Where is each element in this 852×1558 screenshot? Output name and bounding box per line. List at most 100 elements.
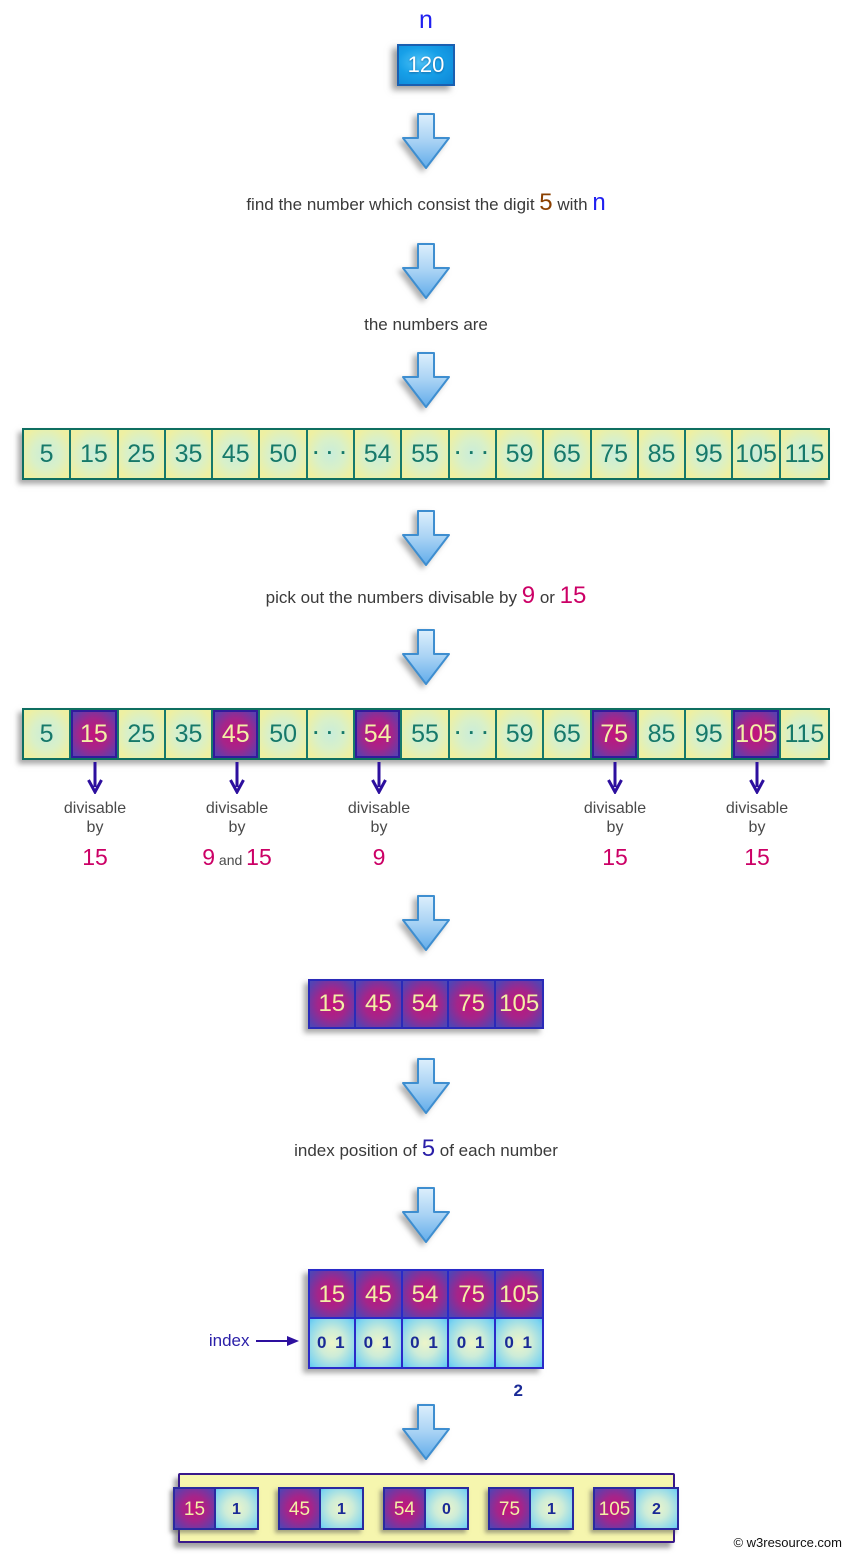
number-cell: 85 [638, 710, 687, 758]
result-number: 75 [488, 1486, 531, 1530]
number-cell: 59 [496, 430, 545, 478]
result-index: 1 [216, 1486, 259, 1530]
number-cell: 35 [165, 710, 214, 758]
annotation-number: 15 [744, 844, 770, 870]
result-pair: 75 1 [488, 1486, 574, 1530]
variable-n-label: n [419, 6, 433, 34]
highlighted-row-section: 5 15 25 35 45 50 · · · 54 55 · · · 59 65… [21, 708, 831, 870]
index-label: index [209, 1331, 300, 1351]
step1-digit: 5 [539, 189, 553, 216]
step3-middle: or [535, 588, 560, 607]
step4-suffix: of each number [435, 1141, 558, 1160]
down-arrow-icon [402, 510, 450, 566]
index-label-text: index [208, 1331, 250, 1350]
small-down-arrow-icon [229, 762, 245, 796]
annotation-word: divisable [347, 800, 411, 817]
copyright-text: © w3resource.com [733, 1535, 842, 1550]
step-text-index-position: index position of 5 of each number [294, 1134, 558, 1166]
number-cell: 55 [402, 710, 450, 758]
number-cell: 15 [71, 430, 119, 478]
annotation-divisable-15: divisable by 15 [697, 762, 817, 874]
number-cell: 54 [355, 430, 403, 478]
annotation-word: divisable [583, 800, 647, 817]
ellipsis-cell: · · · [449, 710, 497, 758]
annotation-divisable-15: divisable by 15 [35, 762, 155, 874]
number-cell: 5 [23, 710, 72, 758]
table-index-cell: 0 1 [356, 1319, 403, 1367]
number-cell: 95 [686, 430, 734, 478]
result-pair: 15 1 [173, 1486, 259, 1530]
result-pair: 45 1 [278, 1486, 364, 1530]
annotation-divisable-9-and-15: divisable by 9 and 15 [177, 762, 297, 874]
annotation-word: divisable [63, 800, 127, 817]
table-number-cell: 75 [449, 1271, 496, 1319]
step3-prefix: pick out the numbers divisable by [265, 588, 522, 607]
annotation-number: 15 [602, 844, 628, 870]
number-cell: 25 [118, 710, 166, 758]
result-index: 1 [531, 1486, 574, 1530]
down-arrow-icon [402, 352, 450, 408]
annotation-word: by [748, 819, 766, 836]
number-cell: 50 [260, 710, 308, 758]
annotation-divisable-15: divisable by 15 [555, 762, 675, 874]
number-cell: 115 [780, 430, 829, 478]
input-value-box: 120 [397, 44, 455, 86]
filtered-number-cell: 75 [449, 981, 496, 1027]
step-text-numbers-are: the numbers are [364, 315, 488, 334]
number-cell: 55 [402, 430, 450, 478]
step3-num1: 9 [521, 582, 536, 609]
result-pair: 54 0 [383, 1486, 469, 1530]
down-arrow-icon [402, 243, 450, 299]
index-table-section: index 15 45 54 75 105 0 1 0 1 0 1 0 1 0 … [209, 1269, 545, 1400]
filtered-number-cell: 105 [495, 981, 543, 1027]
result-number: 54 [383, 1486, 426, 1530]
result-number: 15 [173, 1486, 216, 1530]
index-table-numbers-row: 15 45 54 75 105 [309, 1271, 543, 1319]
filtered-number-cell: 54 [402, 981, 450, 1027]
step-text-find-digit: find the number which consist the digit … [246, 188, 605, 220]
result-number: 45 [278, 1486, 321, 1530]
annotation-word: divisable [205, 800, 269, 817]
numbers-row: 5 15 25 35 45 50 · · · 54 55 · · · 59 65… [21, 428, 831, 480]
annotation-word: divisable [725, 800, 789, 817]
annotation-number: 15 [246, 844, 272, 870]
index-table-indices-row: 0 1 0 1 0 1 0 1 0 1 2 [309, 1319, 543, 1400]
filtered-number-cell: 45 [356, 981, 403, 1027]
result-index: 2 [636, 1486, 679, 1530]
ellipsis-cell: · · · [307, 710, 356, 758]
step4-digit: 5 [421, 1135, 436, 1162]
annotation-word: by [86, 819, 104, 836]
annotation-word: by [370, 819, 388, 836]
ellipsis-cell: · · · [307, 430, 356, 478]
number-cell: 95 [686, 710, 734, 758]
number-cell: 59 [496, 710, 545, 758]
step1-prefix: find the number which consist the digit [246, 195, 540, 214]
table-number-cell: 54 [402, 1271, 450, 1319]
result-number: 105 [593, 1486, 636, 1530]
annotation-word: by [228, 819, 246, 836]
number-cell: 105 [733, 430, 781, 478]
down-arrow-icon [402, 629, 450, 685]
step-text-pick-divisable: pick out the numbers divisable by 9 or 1… [266, 581, 587, 613]
step1-var: n [592, 189, 606, 216]
table-index-cell: 0 1 [402, 1319, 450, 1367]
highlighted-number-cell: 54 [355, 710, 403, 758]
result-box: 15 1 45 1 54 0 75 1 105 2 [173, 1473, 679, 1543]
small-down-arrow-icon [371, 762, 387, 796]
table-index-cell: 0 1 2 [495, 1319, 543, 1400]
step1-middle: with [552, 195, 593, 214]
table-number-cell: 45 [356, 1271, 403, 1319]
number-cell: 25 [118, 430, 166, 478]
number-cell: 75 [591, 430, 639, 478]
down-arrow-icon [402, 1058, 450, 1114]
down-arrow-icon [402, 895, 450, 951]
highlighted-number-cell: 105 [733, 710, 781, 758]
number-cell: 115 [780, 710, 829, 758]
down-arrow-icon [402, 1187, 450, 1243]
annotation-number: 9 [372, 844, 386, 870]
table-number-cell: 105 [495, 1271, 543, 1319]
number-cell: 50 [260, 430, 308, 478]
number-cell: 65 [544, 430, 592, 478]
result-index: 1 [321, 1486, 364, 1530]
small-down-arrow-icon [87, 762, 103, 796]
